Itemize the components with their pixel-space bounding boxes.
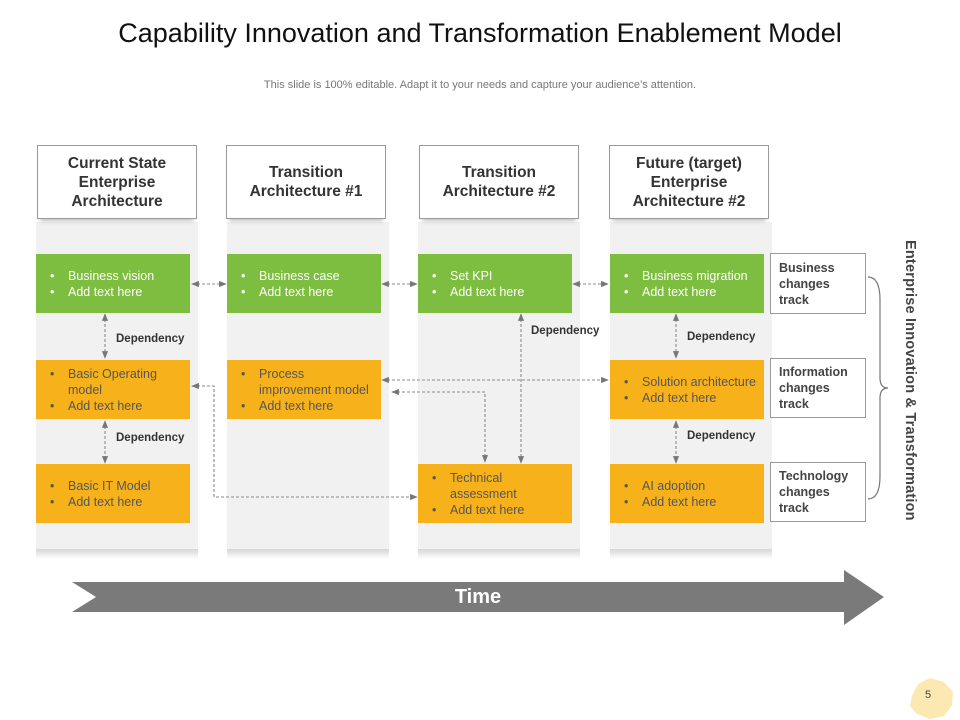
box-process-improvement: Process improvement modelAdd text here bbox=[227, 360, 381, 419]
dependency-label: Dependency bbox=[531, 325, 600, 337]
box-solution-architecture: Solution architectureAdd text here bbox=[610, 360, 764, 419]
connector-to-technical bbox=[391, 388, 489, 463]
business-changes-track: Business changes track bbox=[770, 253, 866, 314]
dependency-label: Dependency bbox=[116, 432, 185, 444]
technology-changes-track: Technology changes track bbox=[770, 462, 866, 522]
brace-icon bbox=[867, 276, 889, 500]
column-shadow bbox=[418, 549, 580, 559]
box-basic-operating-model: Basic Operating modelAdd text here bbox=[36, 360, 190, 419]
dependency-label: Dependency bbox=[687, 331, 756, 343]
box-basic-it-model: Basic IT ModelAdd text here bbox=[36, 464, 190, 523]
dependency-label: Dependency bbox=[116, 333, 185, 345]
column-shadow bbox=[36, 549, 198, 559]
connector-operating-technical bbox=[191, 382, 418, 501]
time-arrow bbox=[72, 570, 884, 625]
box-technical-assessment: Technical assessmentAdd text here bbox=[418, 464, 572, 523]
box-business-migration: Business migrationAdd text here bbox=[610, 254, 764, 313]
page-number: 5 bbox=[924, 689, 932, 701]
time-label: Time bbox=[454, 586, 502, 608]
enterprise-innovation-label: Enterprise Innovation & Transformation bbox=[902, 240, 918, 521]
box-ai-adoption: AI adoptionAdd text here bbox=[610, 464, 764, 523]
dependency-label: Dependency bbox=[687, 430, 756, 442]
column-shadow bbox=[227, 549, 389, 559]
information-changes-track: Information changes track bbox=[770, 358, 866, 418]
box-set-kpi: Set KPIAdd text here bbox=[418, 254, 572, 313]
slide-title: Capability Innovation and Transformation… bbox=[118, 18, 842, 48]
box-business-case: Business caseAdd text here bbox=[227, 254, 381, 313]
slide-subtitle: This slide is 100% editable. Adapt it to… bbox=[263, 79, 697, 91]
box-business-vision: Business visionAdd text here bbox=[36, 254, 190, 313]
column-shadow bbox=[610, 549, 772, 559]
page-number-badge-icon bbox=[910, 678, 953, 719]
